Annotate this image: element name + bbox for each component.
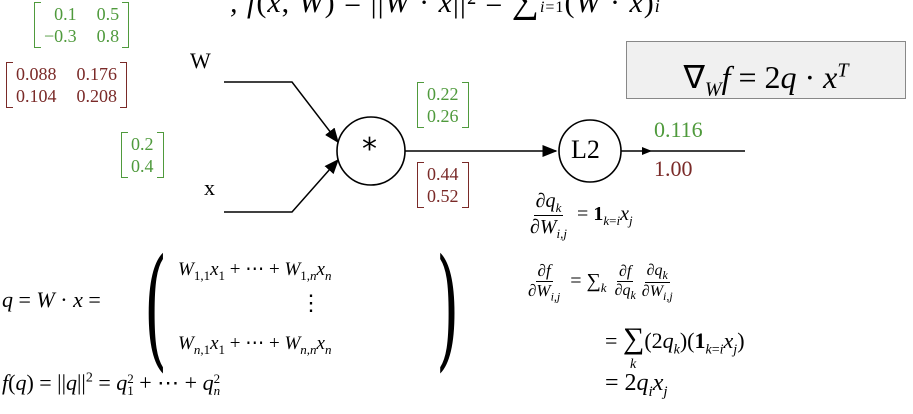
clipped-formula-top: , f(x, W) = ||W · x||² = ∑i=1(W · x)i — [230, 0, 661, 21]
df-dw-equation: ∂f∂Wi,j = ∑k ∂f∂qk ∂qk∂Wi,j — [528, 261, 673, 304]
mult-node-label: * — [362, 132, 377, 167]
w-input-label: W — [190, 48, 211, 73]
w-value-21: −0.3 — [44, 26, 77, 46]
q-definition-lhs: q = W · x = — [2, 287, 101, 312]
x-value-2: 0.4 — [131, 156, 154, 176]
output-value: 0.116 — [654, 117, 703, 142]
edge-x-to-mult — [224, 158, 339, 213]
w-grad-12: 0.176 — [76, 64, 118, 84]
l2-node-label: L2 — [571, 135, 600, 164]
q-matrix-dots: ⋮ — [300, 290, 322, 315]
gradient-formula-box: ∇Wf = 2q · xT — [626, 41, 906, 101]
w-grad-21: 0.104 — [16, 86, 57, 106]
w-value-12: 0.5 — [96, 4, 120, 24]
output-gradient: 1.00 — [654, 156, 693, 181]
q-grad-2: 0.52 — [427, 186, 459, 206]
q-value-matrix: 0.22 0.26 — [417, 82, 469, 128]
q-matrix-right-paren: ) — [436, 231, 460, 385]
q-value-1: 0.22 — [427, 84, 459, 104]
sum-step-equation: = ∑(2qk)(1k=ixj) — [605, 322, 745, 358]
w-value-matrix: 0.1 0.5 −0.3 0.8 — [34, 2, 130, 48]
output-arrowhead — [642, 147, 652, 155]
w-value-11: 0.1 — [54, 4, 77, 24]
x-value-matrix: 0.2 0.4 — [121, 132, 164, 178]
q-grad-1: 0.44 — [427, 164, 459, 184]
w-grad-11: 0.088 — [16, 64, 57, 84]
sum-index-k: k — [630, 357, 637, 372]
gradient-formula: ∇Wf = 2q · xT — [683, 58, 849, 101]
dq-dw-equation: ∂qk∂Wi,j = 1k=ixj — [530, 190, 633, 242]
q-gradient-matrix: 0.44 0.52 — [417, 162, 469, 208]
x-value-1: 0.2 — [131, 134, 154, 154]
final-gradient-equation: = 2qixj — [605, 370, 668, 400]
q-matrix-row-3: Wn,1x1 + ⋯ + Wn,nxn — [178, 333, 332, 357]
w-gradient-matrix: 0.088 0.176 0.104 0.208 — [6, 62, 127, 108]
q-value-2: 0.26 — [427, 106, 459, 126]
w-value-22: 0.8 — [96, 26, 120, 46]
q-matrix-row-1: W1,1x1 + ⋯ + W1,nxn — [178, 259, 332, 283]
q-matrix-left-paren: ( — [144, 231, 168, 385]
x-input-label: x — [204, 175, 215, 200]
edge-w-to-mult — [224, 81, 339, 144]
w-grad-22: 0.208 — [76, 86, 118, 106]
